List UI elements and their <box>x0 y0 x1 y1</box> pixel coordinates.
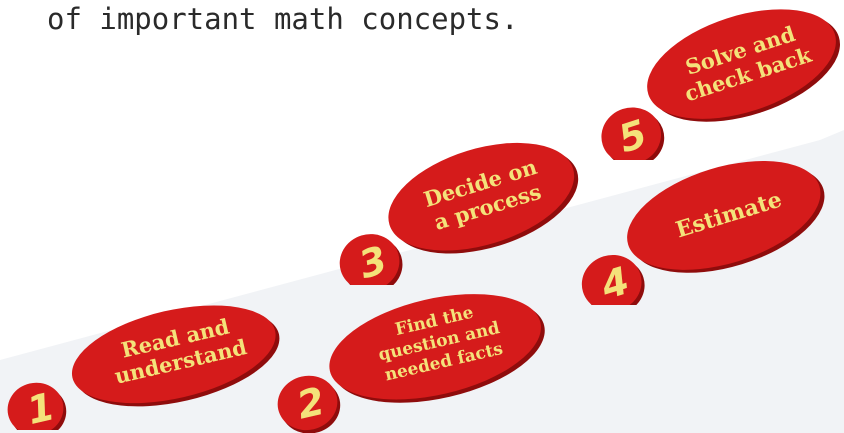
footprint-step-3: 3 Decide on a process <box>339 142 579 285</box>
sole-1 <box>71 305 276 404</box>
heel-5 <box>601 107 662 160</box>
header-text: of important math concepts. <box>47 2 519 36</box>
footprint-step-5: 5 Solve and check back <box>601 9 840 160</box>
sole-4 <box>627 160 821 270</box>
sole-5 <box>647 9 836 119</box>
footprint-step-2: 2 Find the question and needed facts <box>277 294 545 433</box>
sole-2 <box>329 294 541 400</box>
footprint-step-1: 1 Read and understand <box>7 305 280 430</box>
heel-1 <box>7 382 64 430</box>
sole-3 <box>388 142 575 251</box>
heel-2 <box>277 375 338 431</box>
heel-4 <box>581 254 642 305</box>
footprint-step-4: 4 Estimate <box>581 160 825 305</box>
heel-3 <box>339 234 400 285</box>
